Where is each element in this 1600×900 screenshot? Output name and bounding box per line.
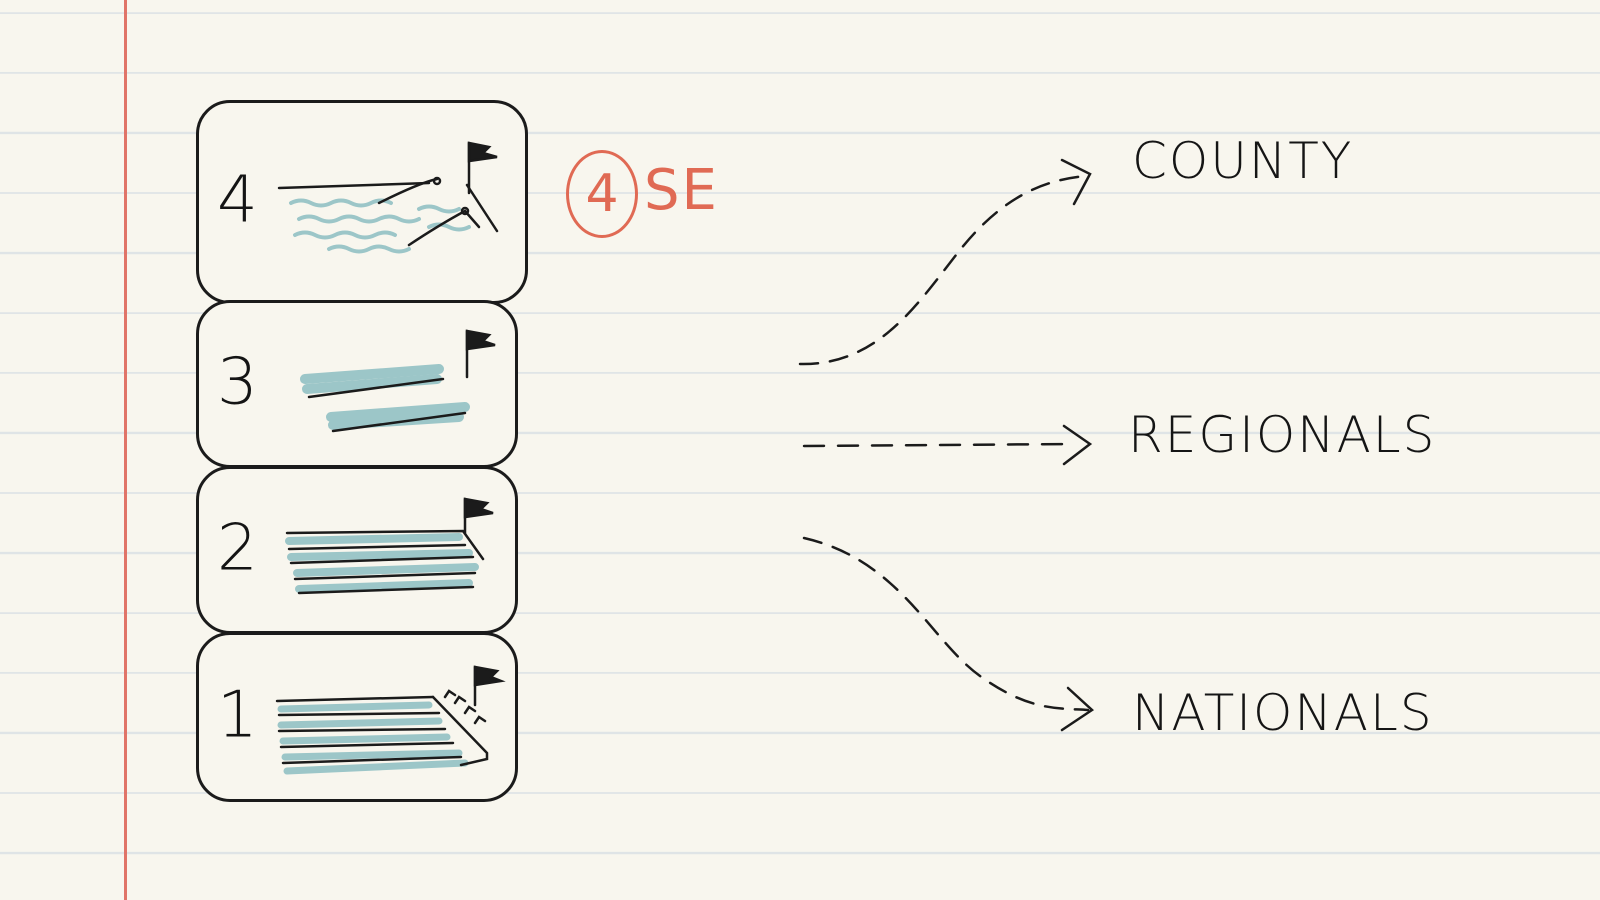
level-card-1: 1 [196,632,518,802]
destination-nationals: NATIONALS [1132,684,1434,742]
level-card-2: 2 [196,466,518,634]
destination-regionals: REGIONALS [1128,406,1437,464]
arrow-to-nationals [802,536,1090,712]
level-number: 1 [217,678,258,753]
badge-text: SE [644,158,719,223]
arrow-to-regionals [802,442,1076,448]
level-number: 4 [217,163,258,238]
level-number: 2 [217,511,258,586]
level-card-4: 4 [196,100,528,304]
long-pool-icon [285,497,494,595]
arrowhead-nationals [1060,686,1095,732]
arrowhead-regionals [1062,424,1093,466]
pool-with-blocks-icon [275,665,506,775]
arrow-to-county [798,174,1088,366]
short-course-pool-icon [300,329,496,433]
level-card-3: 3 [196,300,518,468]
badge-number: 4 [566,150,638,238]
open-water-icon [277,141,499,254]
notebook-margin-line [124,0,127,900]
level-number: 3 [217,345,258,420]
arrowhead-county [1060,158,1092,206]
destination-county: COUNTY [1132,132,1354,190]
